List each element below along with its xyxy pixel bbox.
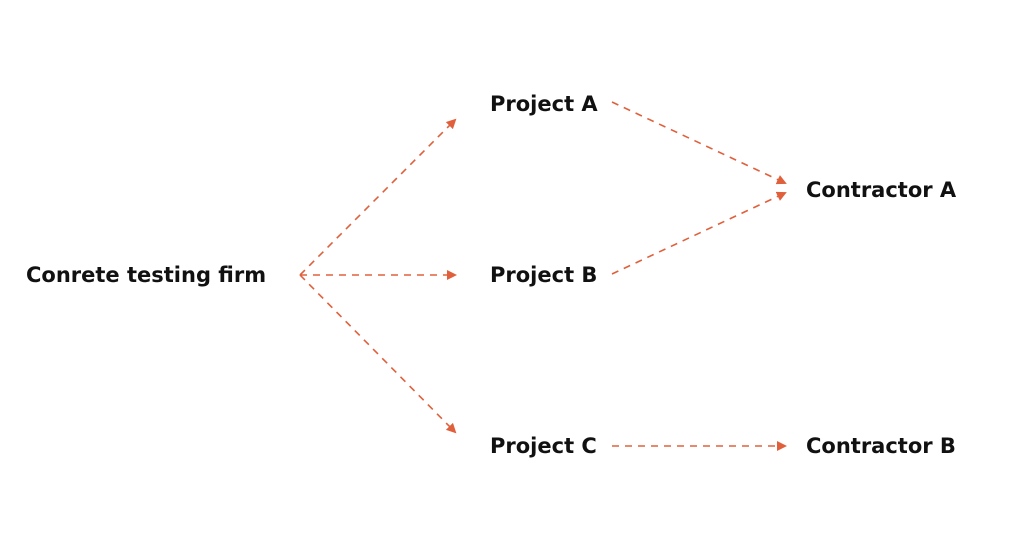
arrow-project-a-to-contractor-a [611, 101, 787, 185]
node-project-a: Project A [490, 92, 598, 116]
node-concrete-testing-firm: Conrete testing firm [26, 263, 267, 287]
node-contractor-b: Contractor B [806, 434, 956, 458]
node-contractor-a: Contractor A [806, 178, 957, 202]
node-project-c: Project C [490, 434, 597, 458]
arrow-firm-to-project-c [299, 274, 457, 434]
node-project-b: Project B [490, 263, 598, 287]
arrow-project-b-to-contractor-a [611, 191, 787, 275]
arrow-firm-to-project-a [299, 118, 457, 276]
